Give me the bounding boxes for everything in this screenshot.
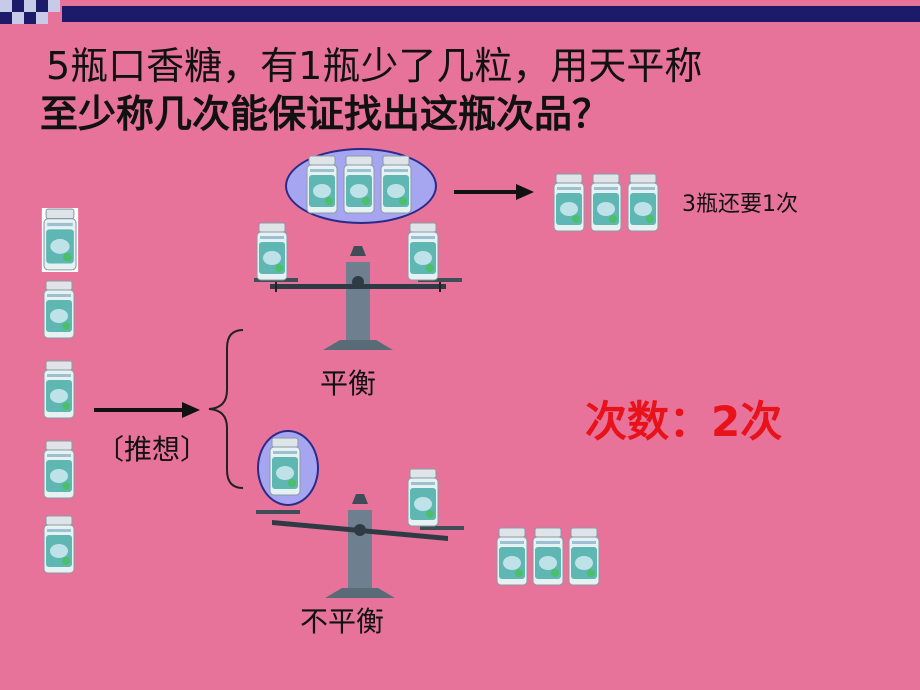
unbalanced-label: 不平衡 <box>300 605 385 638</box>
left-brace-icon <box>208 329 244 489</box>
question-line-2: 至少称几次能保证找出这瓶次品？ <box>40 92 611 136</box>
bottle-icon <box>406 468 440 528</box>
bottle-icon <box>255 222 289 282</box>
bottle-icon <box>626 173 660 233</box>
arrow-right-icon <box>454 184 534 200</box>
bottle-icon <box>42 280 76 340</box>
question-title: 5瓶口香糖，有1瓶少了几粒，用天平称 至少称几次能保证找出这瓶次品？ <box>40 42 702 138</box>
bottle-icon <box>531 527 565 587</box>
bottle-icon <box>589 173 623 233</box>
arrow-right-icon <box>94 402 200 418</box>
bottle-icon <box>552 173 586 233</box>
bottle-icon <box>42 440 76 500</box>
bottle-icon <box>379 155 413 215</box>
question-line-1: 5瓶口香糖，有1瓶少了几粒，用天平称 <box>46 44 703 88</box>
bottle-icon <box>495 527 529 587</box>
bottle-icon <box>41 208 79 272</box>
bottle-icon <box>406 222 440 282</box>
answer-text: 次数：2次 <box>585 397 783 446</box>
guess-label: 〔推想〕 <box>96 433 209 466</box>
bottle-icon <box>567 527 601 587</box>
three-bottles-note: 3瓶还要1次 <box>682 192 798 217</box>
bottle-icon <box>42 360 76 420</box>
bottle-icon <box>305 155 339 215</box>
bottle-icon <box>42 515 76 575</box>
top-decoration <box>0 0 920 30</box>
bottle-icon <box>268 437 302 497</box>
balance-scale-icon <box>256 480 464 600</box>
balanced-label: 平衡 <box>320 367 377 400</box>
bottle-icon <box>342 155 376 215</box>
